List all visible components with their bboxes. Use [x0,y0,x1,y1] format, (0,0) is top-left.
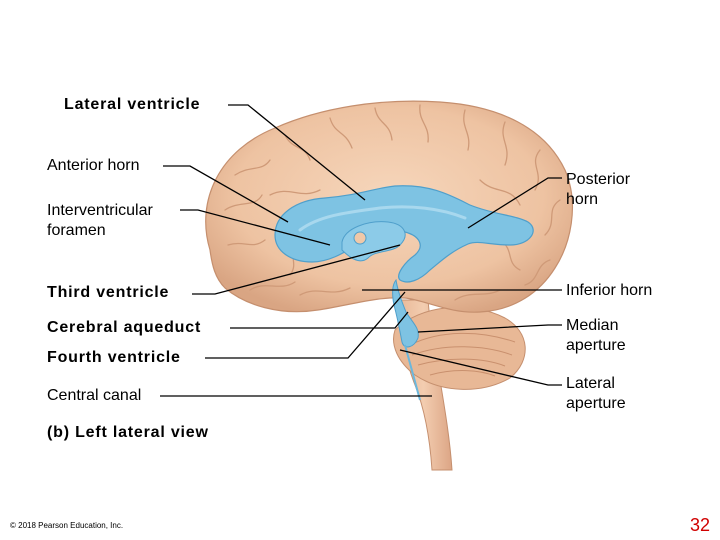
label-median-aperture-line2: aperture [566,337,626,354]
label-posterior-horn-line2: horn [566,191,599,208]
central-canal-shape [404,344,421,401]
label-posterior-horn-line1: Posterior [566,171,631,188]
label-fourth-ventricle: Fourth ventricle [47,349,181,366]
label-anterior-horn: Anterior horn [47,157,140,174]
figure-caption: (b) Left lateral view [47,424,209,441]
label-lateral-ventricle: Lateral ventricle [64,96,201,113]
label-lateral-aperture-line1: Lateral [566,375,615,392]
copyright-notice: © 2018 Pearson Education, Inc. [10,521,124,530]
label-median-aperture-line1: Median [566,317,619,334]
label-lateral-aperture-line2: aperture [566,395,626,412]
label-interventricular-foramen-line1: Interventricular [47,202,153,219]
aqueduct-shape [392,278,419,348]
label-third-ventricle: Third ventricle [47,284,170,301]
page-number: 32 [690,515,711,535]
label-interventricular-foramen-line2: foramen [47,222,106,239]
label-inferior-horn: Inferior horn [566,282,653,299]
label-cerebral-aqueduct: Cerebral aqueduct [47,319,202,336]
leader-lines [160,104,562,397]
label-central-canal: Central canal [47,387,142,404]
